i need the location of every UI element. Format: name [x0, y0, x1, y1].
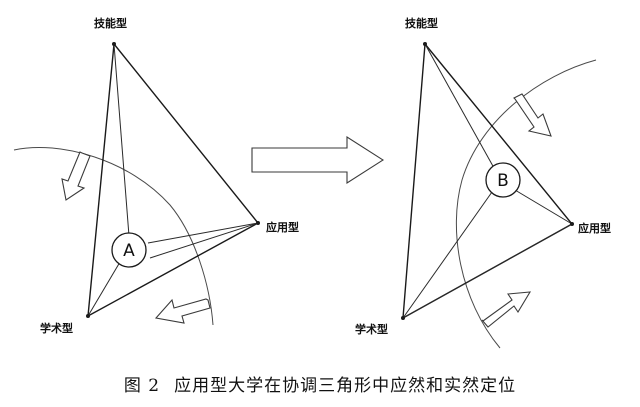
right-vertex-left-label: 学术型: [355, 322, 388, 336]
right-boundary-arc: [455, 59, 597, 349]
right-connector-right: [514, 189, 573, 225]
right-vertex-top-dot: [423, 42, 427, 46]
left-vertex-left-label: 学术型: [40, 321, 73, 335]
right-vertex-top-label: 技能型: [405, 16, 438, 30]
right-triangle-diagram: B 技能型 应用型 学术型: [355, 16, 611, 349]
left-connector-top: [113, 43, 130, 237]
left-arrow-left-icon: [154, 298, 211, 324]
left-connector-left: [87, 261, 121, 317]
left-triangle-diagram: A 技能型 应用型 学术型: [13, 16, 299, 335]
right-connector-left: [402, 191, 493, 319]
figure-caption-text: 应用型大学在协调三角形中应然和实然定位: [174, 376, 517, 396]
left-node-label: A: [123, 241, 135, 261]
right-vertex-left-dot: [401, 316, 405, 320]
right-connector-left-lower: [402, 223, 573, 319]
transition-arrow-icon: [251, 135, 385, 185]
left-vertex-top-dot: [112, 42, 116, 46]
figure-number: 图 2: [123, 376, 161, 396]
left-connector-right: [147, 222, 259, 244]
left-arrow-down-icon: [61, 151, 91, 201]
right-node-circle: [485, 162, 521, 198]
left-vertex-top-label: 技能型: [94, 16, 127, 30]
left-vertex-right-dot: [256, 221, 260, 225]
left-triangle-outline: [87, 42, 260, 318]
left-node-circle: [111, 232, 147, 268]
left-connector-right-lower: [149, 222, 259, 259]
right-vertex-right-label: 应用型: [578, 221, 611, 235]
right-vertex-right-dot: [570, 222, 574, 226]
left-vertex-left-dot: [86, 314, 90, 318]
right-arrow-up-icon: [481, 291, 532, 328]
right-node-label: B: [497, 171, 509, 191]
left-vertex-right-label: 应用型: [266, 220, 299, 234]
right-arrow-down-icon: [513, 93, 552, 137]
right-connector-top: [424, 43, 495, 169]
left-boundary-arc: [13, 147, 214, 326]
figure-caption: 图 2 应用型大学在协调三角形中应然和实然定位: [0, 371, 640, 396]
